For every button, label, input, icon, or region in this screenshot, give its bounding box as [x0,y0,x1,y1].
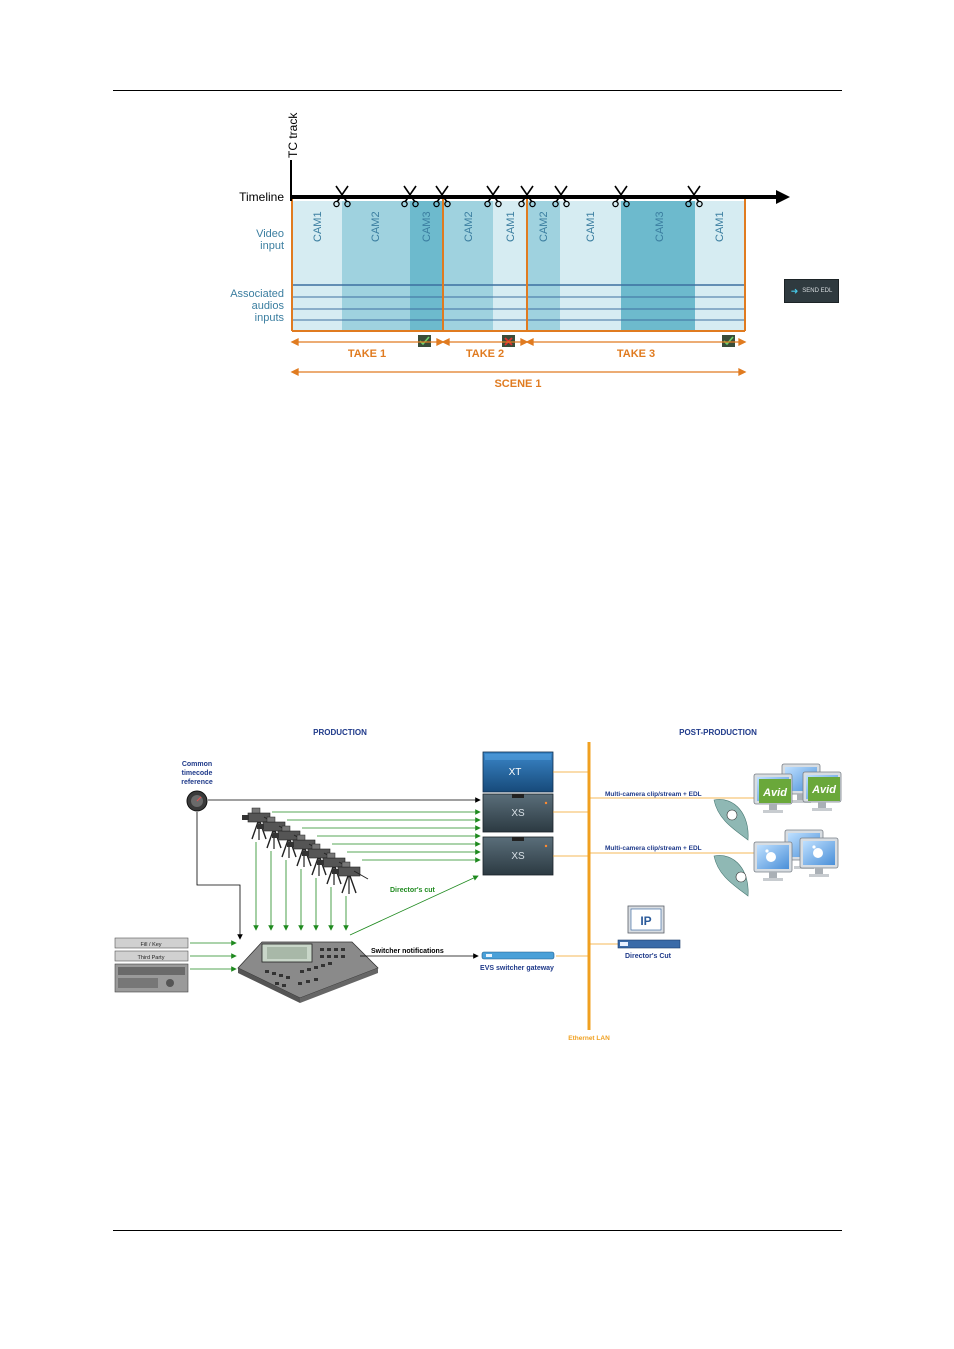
camera-switcher-arrows [253,842,349,931]
top-rule [113,90,842,91]
timecode-label-2: timecode [182,770,213,777]
take-label: TAKE 2 [466,348,504,360]
connector-leaf-icon [713,855,749,897]
camera-array [241,807,369,895]
cam-label: CAM1 [714,211,726,242]
take-arrows [290,337,747,377]
directors-cut-arrow [349,875,479,936]
take-status-ok-icon [418,335,431,347]
video-segments [292,201,745,331]
cam-label: CAM1 [505,211,517,242]
workflow-diagram: PRODUCTION POST-PRODUCTION Common timeco… [114,728,842,1042]
server-label: XS [511,851,525,862]
send-edl-label: SEND EDL [802,288,833,294]
audio-label-3: inputs [255,312,285,324]
directors-cut-output-label: Director's Cut [625,953,672,960]
output-link-label: Multi-camera clip/stream + EDL [605,845,702,852]
take-label: TAKE 3 [617,348,655,360]
video-input-label-2: input [260,240,284,252]
ethernet-label: Ethernet LAN [568,1035,610,1042]
cam-label: CAM2 [370,211,382,242]
switcher-console-icon [237,941,379,1003]
source-label-fill-key: Fill / Key [140,942,161,948]
take-status-rejected-icon [502,335,515,347]
bottom-rule [113,1230,842,1231]
server-label: XT [509,767,522,778]
timeline-diagram: TC track Timeline Video input Associated… [230,112,790,390]
arrow-right-icon: ➜ [790,285,799,296]
evs-gateway-device-icon [481,951,555,960]
server-xs-icon: XS [482,836,554,876]
timeline-arrowhead [776,190,790,204]
server-label: XS [511,808,525,819]
server-xt-icon: XT [482,751,554,793]
take-borders [291,199,746,332]
apple-workstations [753,829,839,882]
ip-label: IP [640,914,651,928]
cam-label: CAM2 [463,211,475,242]
connector-leaf-icon [713,799,749,841]
avid-workstations: Avid Avid [753,763,842,814]
gateway-label: EVS switcher gateway [480,965,554,972]
source-arrows [190,940,237,972]
avid-logo: Avid [811,784,836,796]
source-label-third-party: Third Party [138,955,165,961]
external-sources [114,937,189,993]
output-link-label: Multi-camera clip/stream + EDL [605,791,702,798]
timecode-line [196,812,243,940]
directors-cut-label: Director's cut [390,887,436,894]
audio-label-1: Associated [230,288,284,300]
take-status-ok-icon [722,335,735,347]
postproduction-heading: POST-PRODUCTION [679,728,757,737]
server-xs-icon: XS [482,793,554,833]
cam-label: CAM1 [585,211,597,242]
take-label: TAKE 1 [348,348,386,360]
production-heading: PRODUCTION [313,728,367,737]
apple-logo-icon [812,845,823,858]
cam-labels: CAM1 CAM2 CAM3 CAM2 CAM1 CAM2 CAM1 CAM3 … [312,211,726,242]
timecode-clock-icon [186,790,208,812]
audio-label-2: audios [252,300,285,312]
tc-track-label: TC track [286,112,300,158]
video-input-label-1: Video [256,228,284,240]
timecode-label-1: Common [182,761,212,768]
scene-label: SCENE 1 [494,378,541,390]
cam-label: CAM1 [312,211,324,242]
send-edl-button[interactable]: ➜ SEND EDL [784,279,839,303]
avid-logo: Avid [762,787,787,799]
camera-feed-arrows [272,809,481,863]
apple-logo-icon [765,849,776,862]
ip-monitor-icon: IP [617,905,681,949]
cam-label: CAM2 [538,211,550,242]
cam-label: CAM3 [421,211,433,242]
audio-tracks [292,284,745,321]
timeline-label: Timeline [239,190,284,204]
timecode-label-3: reference [181,779,213,786]
cam-label: CAM3 [654,211,666,242]
switcher-notifications-label: Switcher notifications [371,948,444,955]
